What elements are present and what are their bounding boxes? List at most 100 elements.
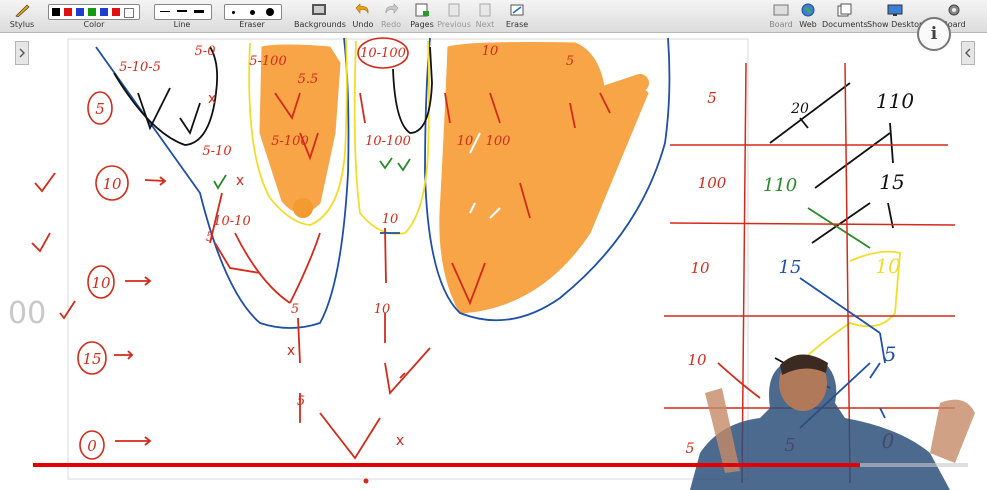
green-strokes xyxy=(213,157,871,249)
globe-icon xyxy=(801,3,815,17)
left-label-1: 5 xyxy=(95,100,105,118)
eraser-size-picker[interactable] xyxy=(224,4,282,20)
next-button[interactable]: Next xyxy=(473,1,497,31)
whiteboard-canvas[interactable]: 5 10 10 15 0 5-10-5 5-0 5-100 5.5 10-100… xyxy=(0,33,987,490)
undo-button[interactable]: Undo xyxy=(350,1,376,31)
documents-icon xyxy=(837,3,852,17)
page-frame xyxy=(67,38,749,480)
backgrounds-label: Backgrounds xyxy=(294,20,346,29)
pages-button[interactable]: Pages xyxy=(408,1,436,31)
ink-dot xyxy=(363,478,369,484)
chevron-left-icon xyxy=(965,48,971,58)
backgrounds-button[interactable]: Backgrounds xyxy=(294,1,346,31)
yellow-boundaries xyxy=(248,37,901,384)
info-icon[interactable]: i xyxy=(917,17,951,51)
stylus-icon xyxy=(15,4,30,17)
stylus-label: Stylus xyxy=(9,20,35,29)
next-page-icon xyxy=(479,3,491,17)
cross-mark: x xyxy=(396,433,404,449)
previous-page-icon xyxy=(448,3,460,17)
color-white-swatch[interactable] xyxy=(124,8,134,18)
cropped-margin-digits: 00 xyxy=(8,296,46,331)
tree-tag: 5-100 xyxy=(271,134,308,149)
show-desktop-button[interactable]: Show Desktop xyxy=(867,1,925,31)
pages-icon xyxy=(415,3,429,17)
pages-label: Pages xyxy=(410,20,434,29)
redo-icon xyxy=(385,3,399,15)
tree-tag: 10 xyxy=(382,212,399,227)
documents-button[interactable]: Documents xyxy=(822,1,868,31)
board-menu-button[interactable]: Board xyxy=(934,1,974,31)
tree-tag: 10 xyxy=(457,134,474,149)
label-circles xyxy=(77,37,409,460)
web-button[interactable]: Web xyxy=(796,1,820,31)
grid-mid-label: 15 xyxy=(779,257,802,278)
previous-button[interactable]: Previous xyxy=(437,1,471,31)
tree-tag: 100 xyxy=(486,134,511,149)
board-icon xyxy=(773,4,789,16)
erase-button[interactable]: Erase xyxy=(503,1,531,31)
chevron-right-icon xyxy=(19,48,25,58)
tree-tag: 5 xyxy=(206,230,214,245)
tree-tag: 10 xyxy=(374,302,391,317)
grid-right-label: 110 xyxy=(876,89,914,113)
svg-text:00: 00 xyxy=(8,296,46,331)
tree-tag: 5-0 xyxy=(195,44,216,59)
blue-boundaries xyxy=(95,37,671,329)
eraser-tool[interactable]: Eraser xyxy=(222,1,282,31)
grid-mid-label: 20 xyxy=(790,101,809,117)
board-label: Board xyxy=(769,20,793,29)
redo-button[interactable]: Redo xyxy=(378,1,404,31)
show-desktop-label: Show Desktop xyxy=(867,20,925,29)
stylus-tool[interactable]: Stylus xyxy=(4,1,40,31)
erase-icon xyxy=(510,4,524,16)
tree-tag: 5 xyxy=(297,394,305,409)
line-tool[interactable]: Line xyxy=(152,1,212,31)
tree-tag: 10-100 xyxy=(360,46,406,61)
redo-label: Redo xyxy=(380,20,402,29)
tree-tag: 5-10-5 xyxy=(119,60,161,75)
previous-label: Previous xyxy=(437,20,471,29)
eraser-label: Eraser xyxy=(239,20,265,29)
color-palette[interactable] xyxy=(48,4,140,20)
color-black-swatch[interactable] xyxy=(52,8,60,16)
tree-tag: 10-10 xyxy=(213,214,250,229)
documents-label: Documents xyxy=(822,20,868,29)
grid-mid-label: 110 xyxy=(763,175,797,196)
ink-layer: 5 10 10 15 0 5-10-5 5-0 5-100 5.5 10-100… xyxy=(8,37,975,490)
gear-icon xyxy=(948,4,960,16)
left-label-3: 10 xyxy=(91,274,111,292)
grid-left-label: 10 xyxy=(690,259,710,277)
color-tool[interactable]: Color xyxy=(46,1,142,31)
tree-tag: 5.5 xyxy=(298,72,319,87)
cross-mark: x xyxy=(236,173,244,189)
grid-left-label: 5 xyxy=(707,89,717,107)
next-label: Next xyxy=(475,20,495,29)
cross-mark: x xyxy=(287,343,295,359)
line-width-picker[interactable] xyxy=(154,4,212,20)
right-collapse-button[interactable] xyxy=(961,41,975,65)
cross-mark: x xyxy=(208,91,216,107)
grid-right-label: 10 xyxy=(875,254,901,278)
tree-tag: 5-100 xyxy=(249,54,286,69)
undo-icon xyxy=(355,3,369,15)
color-red-swatch[interactable] xyxy=(64,8,72,16)
board-button[interactable]: Board xyxy=(767,1,795,31)
color-blue-swatch[interactable] xyxy=(76,8,84,16)
backgrounds-icon xyxy=(312,4,326,15)
left-collapse-button[interactable] xyxy=(15,41,29,65)
tree-tag: 5 xyxy=(291,302,299,317)
color-red-2-swatch[interactable] xyxy=(112,8,120,16)
grid-left-label: 10 xyxy=(687,351,707,369)
line-label: Line xyxy=(173,20,191,29)
highlight-gaps xyxy=(469,132,501,219)
tree-tag: 10-100 xyxy=(365,134,411,149)
color-green-swatch[interactable] xyxy=(88,8,96,16)
undo-label: Undo xyxy=(352,20,374,29)
color-blue-2-swatch[interactable] xyxy=(100,8,108,16)
left-label-4: 15 xyxy=(82,350,101,368)
grid-right-label: 5 xyxy=(884,342,897,366)
video-progress-bar[interactable] xyxy=(33,463,968,467)
show-desktop-icon xyxy=(887,4,903,16)
left-label-5: 0 xyxy=(87,437,97,455)
